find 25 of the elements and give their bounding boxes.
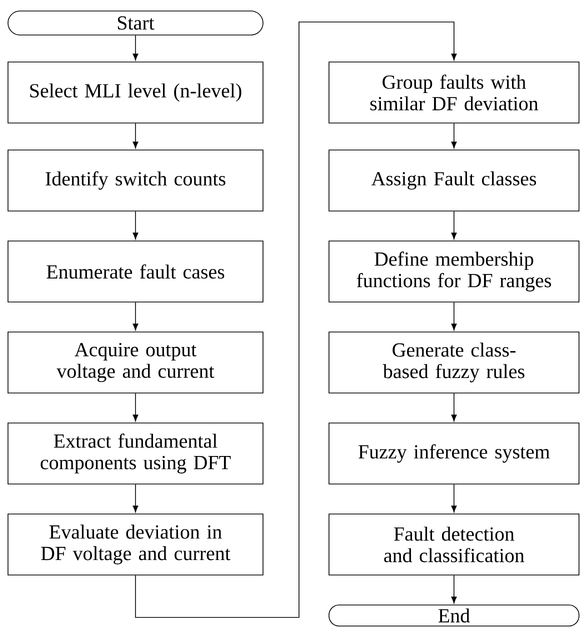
process-box: Identify switch counts [8, 150, 264, 212]
process-box: Fuzzy inference system [328, 422, 580, 484]
arrow [135, 22, 457, 618]
arrow [451, 123, 457, 148]
arrow [132, 35, 138, 60]
arrow [132, 302, 138, 330]
process-box: Define membership functions for DF ranges [328, 240, 580, 302]
process-box: Fault detection and classification [328, 514, 580, 576]
process-box: Group faults with similar DF deviation [328, 62, 580, 124]
arrow [132, 484, 138, 512]
process-box: Generate class-based fuzzy rules [328, 332, 580, 394]
arrow [132, 211, 138, 240]
arrow [451, 393, 457, 422]
process-box: Extract fundamental components using DFT [8, 422, 264, 484]
arrow [451, 575, 457, 604]
process-box: Assign Fault classes [328, 150, 580, 212]
process-box: Acquire output voltage and current [8, 332, 264, 394]
arrow [132, 393, 138, 422]
process-box: Evaluate deviation in DF voltage and current [8, 514, 264, 576]
arrow [451, 211, 457, 240]
process-box: Enumerate fault cases [8, 240, 264, 302]
process-box: Select MLI level (n-level) [8, 62, 264, 124]
arrow [451, 302, 457, 330]
arrow [451, 484, 457, 512]
arrow [132, 123, 138, 148]
